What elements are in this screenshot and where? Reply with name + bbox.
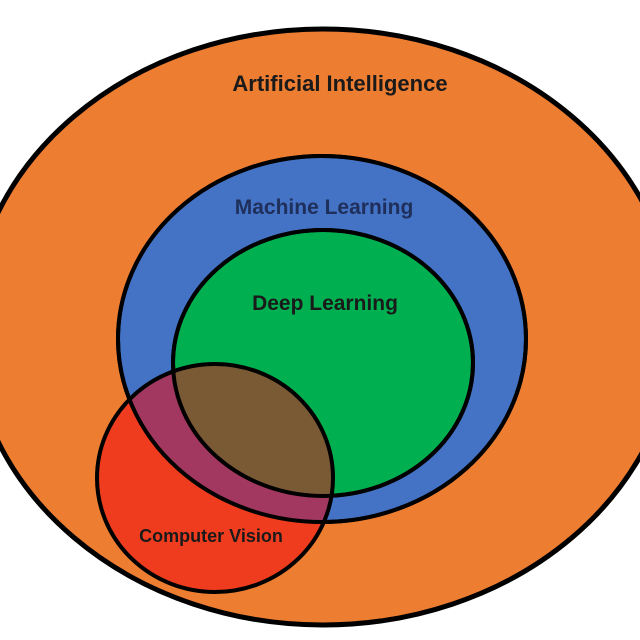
cv-outline bbox=[95, 362, 335, 594]
ai-label: Artificial Intelligence bbox=[232, 71, 447, 96]
dl-outline bbox=[171, 228, 475, 498]
ml-label: Machine Learning bbox=[235, 196, 414, 219]
cv-label: Computer Vision bbox=[139, 526, 283, 546]
dl-label: Deep Learning bbox=[252, 292, 398, 315]
